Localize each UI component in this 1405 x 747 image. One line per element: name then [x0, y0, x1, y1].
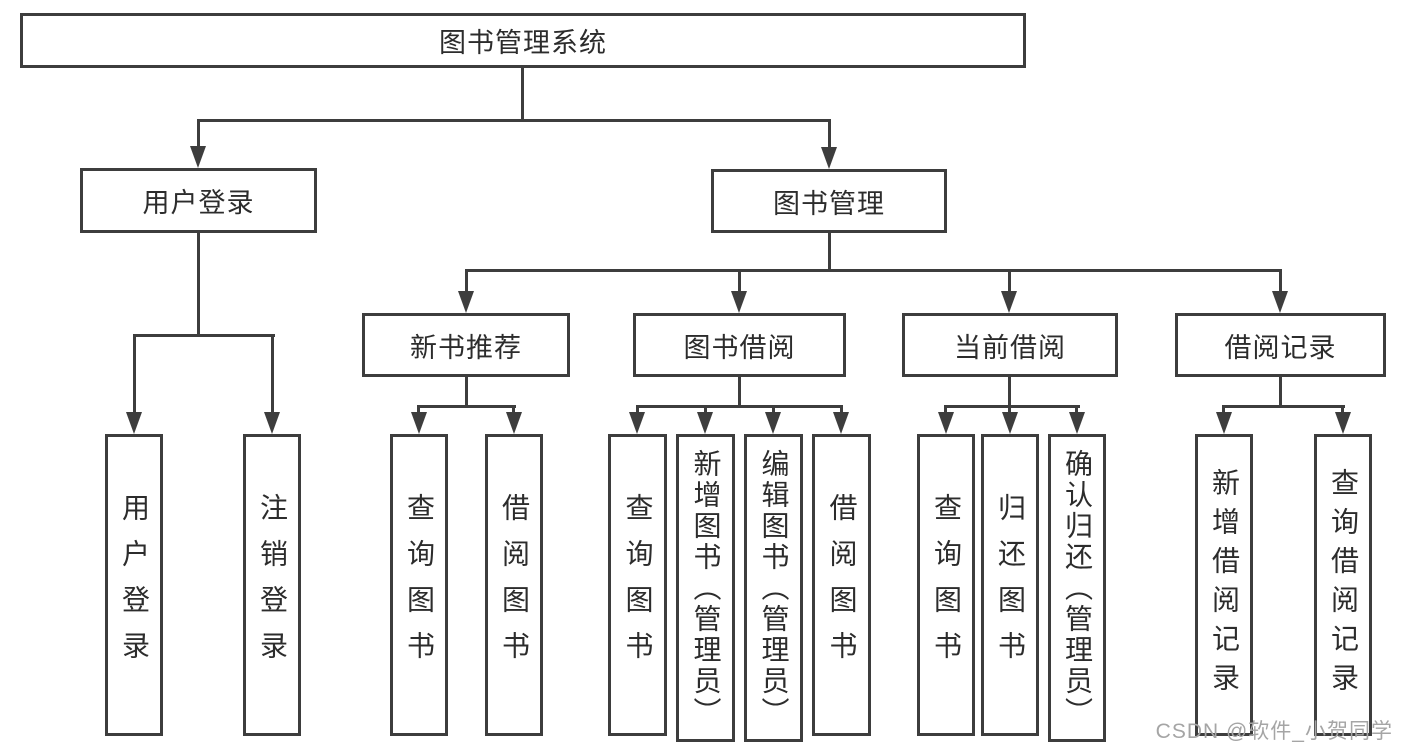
- leaf-add-books-admin: 新增图书（管理员）: [676, 434, 735, 742]
- connector-book-mgmt-stem: [828, 233, 831, 272]
- leaf-query-borrow-record-label: 查询借阅记录: [1328, 468, 1359, 702]
- connector-leaf-drop: [636, 405, 639, 417]
- connector-book-borrow-stem: [738, 377, 741, 408]
- connector-leaf-drop: [772, 405, 775, 417]
- node-new-book-recommend: 新书推荐: [362, 313, 570, 377]
- connector-leaf-drop: [133, 334, 136, 414]
- arrow-down-icon: [1002, 412, 1018, 434]
- arrow-down-icon: [629, 412, 645, 434]
- connector-leaf-drop: [944, 405, 947, 417]
- connector-leaf-drop: [417, 405, 420, 417]
- leaf-confirm-return-admin-label: 确认归还（管理员）: [1062, 448, 1093, 728]
- connector-leaf-drop: [512, 405, 515, 417]
- connector-leaf-drop: [1341, 405, 1344, 417]
- node-new-book-recommend-label: 新书推荐: [410, 332, 522, 363]
- connector-leaf-drop: [704, 405, 707, 417]
- arrow-down-icon: [1272, 291, 1288, 313]
- connector-leaf-drop: [840, 405, 843, 417]
- connector-book-borrow-bus: [636, 405, 843, 408]
- arrow-down-icon: [833, 412, 849, 434]
- leaf-query-books-borrow-label: 查询图书: [622, 493, 654, 677]
- leaf-query-books-recommend-label: 查询图书: [404, 493, 435, 677]
- leaf-user-login: 用户登录: [105, 434, 163, 736]
- arrow-down-icon: [1216, 412, 1232, 434]
- node-current-borrow-label: 当前借阅: [954, 332, 1066, 363]
- arrow-down-icon: [765, 412, 781, 434]
- connector-l3-drop: [1008, 269, 1011, 293]
- connector-root-stem: [521, 68, 524, 121]
- connector-book-mgmt-drop: [828, 119, 831, 151]
- connector-leaf-drop: [1008, 405, 1011, 417]
- node-book-mgmt-label: 图书管理: [773, 188, 885, 219]
- connector-current-borrow-stem: [1008, 377, 1011, 408]
- leaf-borrow-books-recommend: 借阅图书: [485, 434, 543, 736]
- node-borrow-records: 借阅记录: [1175, 313, 1386, 377]
- connector-l3-drop: [738, 269, 741, 293]
- leaf-query-borrow-record: 查询借阅记录: [1314, 434, 1372, 736]
- arrow-down-icon: [1069, 412, 1085, 434]
- node-book-borrow: 图书借阅: [633, 313, 846, 377]
- connector-borrow-records-stem: [1279, 377, 1282, 408]
- arrow-down-icon: [458, 291, 474, 313]
- node-borrow-records-label: 借阅记录: [1224, 332, 1337, 363]
- node-user-login: 用户登录: [80, 168, 317, 233]
- node-book-mgmt: 图书管理: [711, 169, 947, 233]
- leaf-logout-login-label: 注销登录: [257, 493, 288, 677]
- leaf-edit-books-admin: 编辑图书（管理员）: [744, 434, 803, 742]
- leaf-edit-books-admin-label: 编辑图书（管理员）: [758, 448, 790, 728]
- connector-l3-drop: [1279, 269, 1282, 293]
- arrow-down-icon: [1001, 291, 1017, 313]
- connector-leaf-drop: [1075, 405, 1078, 417]
- arrow-down-icon: [938, 412, 954, 434]
- arrow-down-icon: [821, 147, 837, 169]
- connector-leaf-drop: [1222, 405, 1225, 417]
- connector-root-bus: [197, 119, 831, 122]
- arrow-down-icon: [697, 412, 713, 434]
- arrow-down-icon: [190, 146, 206, 168]
- node-root: 图书管理系统: [20, 13, 1026, 68]
- leaf-logout-login: 注销登录: [243, 434, 301, 736]
- leaf-query-books-current-label: 查询图书: [931, 493, 962, 677]
- leaf-return-books: 归还图书: [981, 434, 1039, 736]
- node-current-borrow: 当前借阅: [902, 313, 1118, 377]
- node-book-borrow-label: 图书借阅: [683, 332, 796, 363]
- leaf-query-books-current: 查询图书: [917, 434, 975, 736]
- csdn-watermark: CSDN @软件_小贺同学: [1155, 720, 1393, 743]
- connector-borrow-records-bus: [1222, 405, 1345, 408]
- arrow-down-icon: [1335, 412, 1351, 434]
- leaf-query-books-borrow: 查询图书: [608, 434, 667, 736]
- connector-user-login-bus: [133, 334, 275, 337]
- leaf-add-borrow-record-label: 新增借阅记录: [1209, 468, 1240, 702]
- connector-new-books-stem: [465, 377, 468, 408]
- leaf-borrow-books-borrow: 借阅图书: [812, 434, 871, 736]
- leaf-borrow-books-borrow-label: 借阅图书: [826, 493, 858, 677]
- arrow-down-icon: [264, 412, 280, 434]
- leaf-add-borrow-record: 新增借阅记录: [1195, 434, 1253, 736]
- connector-l3-drop: [465, 269, 468, 293]
- connector-current-borrow-bus: [944, 405, 1080, 408]
- leaf-query-books-recommend: 查询图书: [390, 434, 448, 736]
- leaf-user-login-label: 用户登录: [119, 493, 150, 677]
- arrow-down-icon: [506, 412, 522, 434]
- connector-leaf-drop: [271, 334, 274, 414]
- connector-book-mgmt-bus: [465, 269, 1282, 272]
- arrow-down-icon: [126, 412, 142, 434]
- arrow-down-icon: [411, 412, 427, 434]
- leaf-borrow-books-recommend-label: 借阅图书: [499, 493, 530, 677]
- connector-new-books-bus: [417, 405, 516, 408]
- connector-user-login-drop: [197, 119, 200, 151]
- leaf-add-books-admin-label: 新增图书（管理员）: [690, 448, 722, 728]
- connector-user-login-stem: [197, 233, 200, 337]
- node-root-label: 图书管理系统: [439, 28, 607, 58]
- leaf-confirm-return-admin: 确认归还（管理员）: [1048, 434, 1106, 742]
- node-user-login-label: 用户登录: [142, 188, 255, 218]
- leaf-return-books-label: 归还图书: [995, 493, 1026, 677]
- arrow-down-icon: [731, 291, 747, 313]
